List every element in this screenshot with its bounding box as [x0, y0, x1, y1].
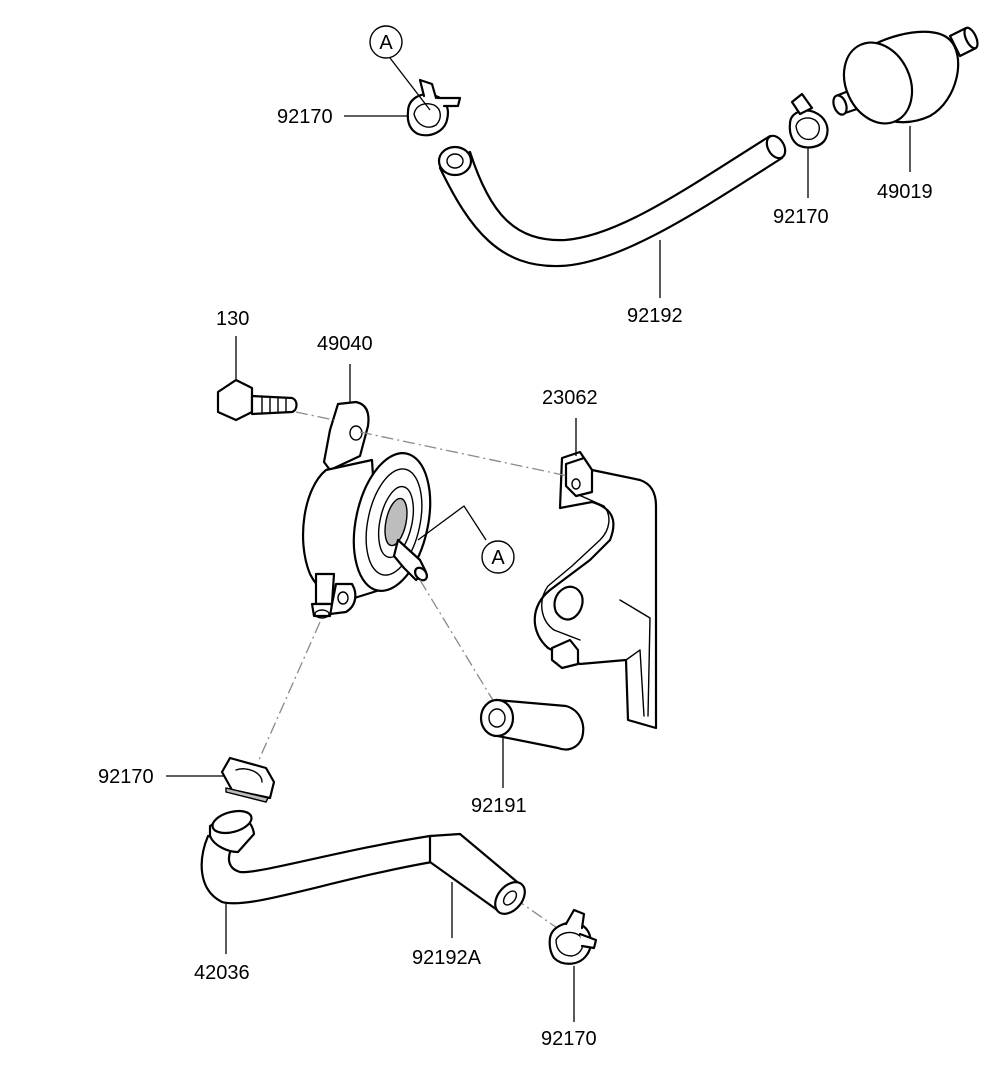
label-92191: 92191 [471, 795, 527, 817]
label-92170-filter: 92170 [773, 206, 829, 228]
label-92192: 92192 [627, 305, 683, 327]
hose-lower [428, 832, 526, 915]
callout-a-top-label: A [379, 32, 393, 54]
clamp-bottom [548, 908, 598, 965]
callout-a-top: A [369, 25, 431, 111]
pump-cap [479, 698, 585, 751]
clamp-filter [788, 92, 829, 149]
part-labels: 92170 92170 49019 92192 130 49040 23062 … [98, 106, 933, 1050]
label-49040: 49040 [317, 333, 373, 355]
hose-lower-pipe [200, 809, 434, 905]
callout-a-pump-label: A [491, 547, 505, 569]
hose-upper [437, 134, 787, 268]
clamp-top [406, 78, 462, 137]
bolt [216, 378, 298, 422]
label-92170-pump: 92170 [98, 766, 154, 788]
label-92170-bottom: 92170 [541, 1028, 597, 1050]
callout-a-pump: A [417, 505, 515, 574]
fuel-pump [301, 400, 432, 619]
label-23062: 23062 [542, 387, 598, 409]
label-92170-top: 92170 [277, 106, 333, 128]
bracket [533, 450, 658, 730]
label-49019: 49019 [877, 181, 933, 203]
label-92192A: 92192A [412, 947, 482, 969]
clamp-pump-outlet [220, 756, 276, 803]
leader-lines [166, 115, 911, 1022]
fuel-filter [832, 26, 979, 125]
label-42036: 42036 [194, 962, 250, 984]
assembly-lines [257, 411, 569, 931]
label-130: 130 [216, 308, 249, 330]
